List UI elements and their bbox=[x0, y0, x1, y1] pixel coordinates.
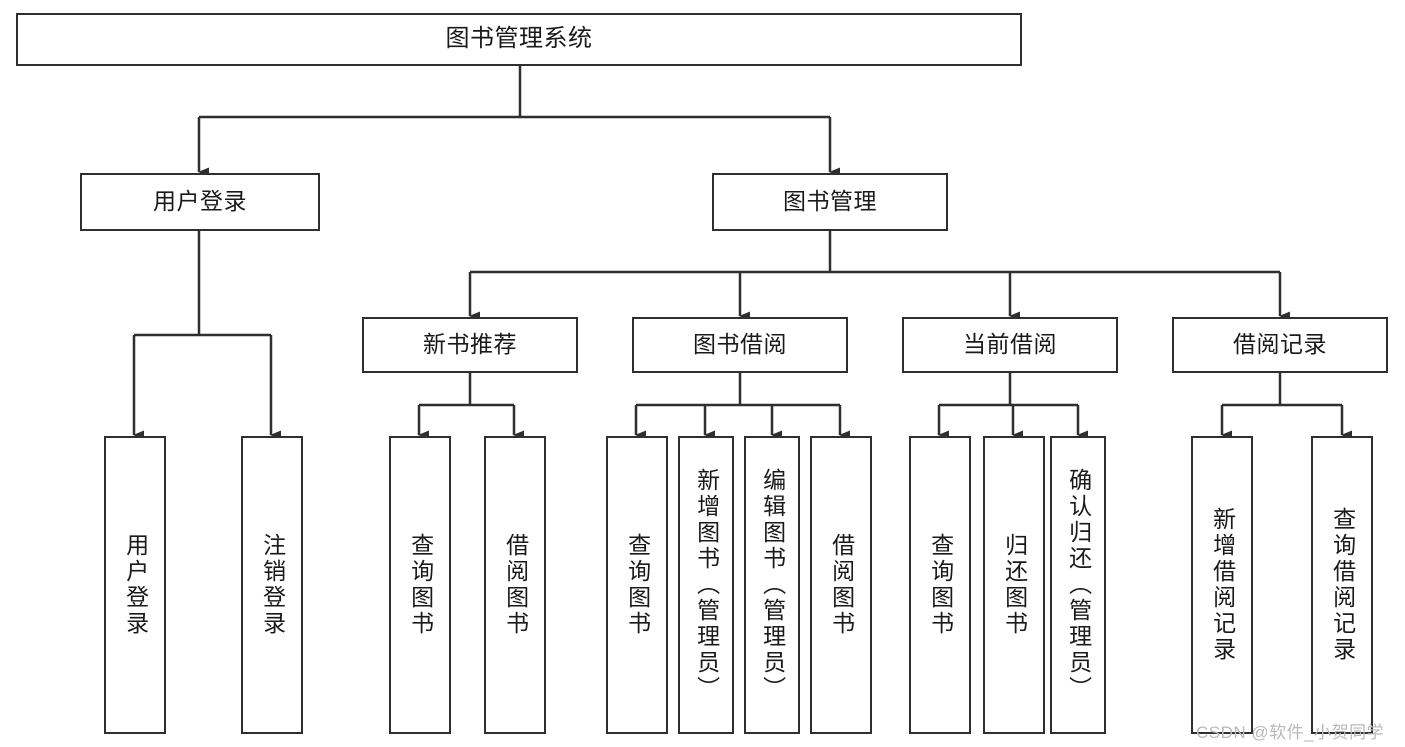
node-leaf-query-record[interactable]: 查询借阅记录 bbox=[1311, 436, 1373, 734]
node-leaf-confirm-return[interactable]: 确认归还（管理员） bbox=[1050, 436, 1106, 734]
node-book-borrow-label: 图书借阅 bbox=[693, 331, 787, 358]
watermark-text: CSDN @软件_小贺同学 bbox=[1196, 723, 1385, 742]
node-leaf-query-book-2-label: 查询图书 bbox=[624, 533, 651, 637]
node-book-borrow[interactable]: 图书借阅 bbox=[632, 317, 848, 373]
node-leaf-query-book-3[interactable]: 查询图书 bbox=[909, 436, 971, 734]
node-leaf-borrow-book-1[interactable]: 借阅图书 bbox=[484, 436, 546, 734]
node-leaf-query-book-2[interactable]: 查询图书 bbox=[606, 436, 668, 734]
node-leaf-add-record[interactable]: 新增借阅记录 bbox=[1191, 436, 1253, 734]
node-borrow-record[interactable]: 借阅记录 bbox=[1172, 317, 1388, 373]
node-leaf-user-login-label: 用户登录 bbox=[122, 533, 149, 637]
node-root-label: 图书管理系统 bbox=[445, 25, 593, 53]
node-leaf-query-book-3-label: 查询图书 bbox=[927, 533, 954, 637]
node-leaf-query-record-label: 查询借阅记录 bbox=[1329, 507, 1356, 663]
node-leaf-add-record-label: 新增借阅记录 bbox=[1209, 507, 1236, 663]
node-new-book-recommend[interactable]: 新书推荐 bbox=[362, 317, 578, 373]
node-leaf-query-book-1-label: 查询图书 bbox=[407, 533, 434, 637]
node-leaf-edit-book-label: 编辑图书（管理员） bbox=[759, 468, 786, 702]
node-leaf-borrow-book-2[interactable]: 借阅图书 bbox=[810, 436, 872, 734]
node-current-borrow-label: 当前借阅 bbox=[963, 331, 1057, 358]
node-leaf-confirm-return-label: 确认归还（管理员） bbox=[1065, 468, 1092, 702]
node-leaf-return-book[interactable]: 归还图书 bbox=[983, 436, 1045, 734]
node-leaf-return-book-label: 归还图书 bbox=[1001, 533, 1028, 637]
node-current-borrow[interactable]: 当前借阅 bbox=[902, 317, 1118, 373]
node-new-book-recommend-label: 新书推荐 bbox=[423, 331, 517, 358]
node-leaf-borrow-book-1-label: 借阅图书 bbox=[502, 533, 529, 637]
node-user-login[interactable]: 用户登录 bbox=[80, 173, 320, 231]
node-root[interactable]: 图书管理系统 bbox=[16, 13, 1022, 66]
node-user-login-label: 用户登录 bbox=[153, 188, 247, 215]
node-borrow-record-label: 借阅记录 bbox=[1233, 331, 1327, 358]
node-leaf-add-book[interactable]: 新增图书（管理员） bbox=[678, 436, 734, 734]
node-leaf-user-logout[interactable]: 注销登录 bbox=[241, 436, 303, 734]
node-book-manage-label: 图书管理 bbox=[783, 188, 877, 215]
node-leaf-add-book-label: 新增图书（管理员） bbox=[693, 468, 720, 702]
node-leaf-user-login[interactable]: 用户登录 bbox=[104, 436, 166, 734]
node-leaf-edit-book[interactable]: 编辑图书（管理员） bbox=[744, 436, 800, 734]
node-book-manage[interactable]: 图书管理 bbox=[712, 173, 948, 231]
node-leaf-query-book-1[interactable]: 查询图书 bbox=[389, 436, 451, 734]
node-leaf-user-logout-label: 注销登录 bbox=[259, 533, 286, 637]
node-leaf-borrow-book-2-label: 借阅图书 bbox=[828, 533, 855, 637]
